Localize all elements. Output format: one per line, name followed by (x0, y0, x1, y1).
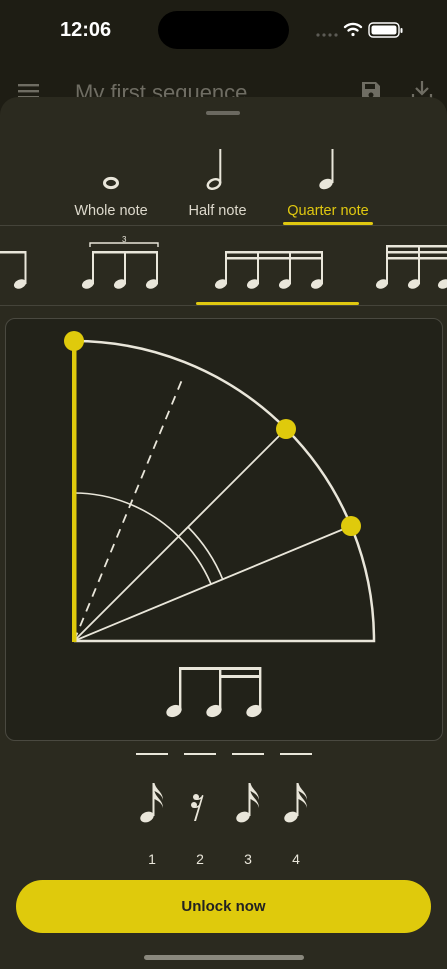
tab-quarter-note[interactable]: Quarter note (283, 141, 373, 225)
subdivision-item[interactable] (0, 227, 40, 305)
beat-sequence: 1 2 (0, 745, 447, 875)
status-bar: 12:06 (0, 0, 447, 60)
beat-slot[interactable]: 1 (132, 745, 172, 875)
beat-number: 3 (244, 851, 252, 867)
eighth-note-partial-icon (0, 251, 27, 289)
eighth-two-sixteenths-icon (166, 667, 262, 718)
cellular-signal-icon (316, 33, 338, 37)
angle-arcs (73, 492, 224, 585)
sixteenth-rest-icon (191, 794, 204, 821)
playhead-dashed-line (73, 374, 185, 642)
quarter-note-icon (319, 149, 334, 190)
beat-marker[interactable] (341, 516, 361, 536)
sixteenth-note-icon (236, 783, 259, 823)
beat-slot[interactable]: 3 (228, 745, 268, 875)
rhythm-visualizer (5, 318, 443, 741)
note-value-tabs: Whole note Half note Quarter note (0, 141, 447, 225)
wifi-icon (343, 22, 363, 37)
dynamic-island (158, 11, 289, 49)
beat-rays (73, 428, 352, 642)
subdivision-carousel[interactable]: 3 (0, 227, 447, 305)
beat-slot[interactable]: 4 (276, 745, 316, 875)
tuplet-number: 3 (122, 235, 127, 244)
four-sixteenth-notes-icon (214, 251, 324, 289)
battery-icon (368, 22, 403, 38)
tab-label: Half note (188, 203, 247, 219)
unlock-now-button[interactable]: Unlock now (16, 880, 431, 933)
home-indicator[interactable] (144, 955, 304, 960)
save-icon[interactable] (360, 80, 382, 102)
beat-marker[interactable] (64, 331, 84, 351)
status-time: 12:06 (60, 19, 112, 41)
divider (0, 305, 447, 306)
bottom-sheet: Whole note Half note Quarter note (0, 97, 447, 969)
beat-dash (232, 753, 264, 755)
tab-whole-note[interactable]: Whole note (66, 141, 156, 225)
whole-note-icon (103, 176, 119, 190)
tab-label: Whole note (74, 203, 148, 219)
subdivision-item-triplet[interactable]: 3 (80, 227, 160, 305)
beat-quadrant-diagram (64, 331, 376, 718)
sixteenth-note-icon (140, 783, 163, 823)
thirty-second-notes-partial-icon (375, 245, 447, 289)
triplet-eighth-notes-icon: 3 (81, 235, 159, 289)
divider (0, 225, 447, 226)
half-note-icon (206, 149, 222, 191)
subdivision-item-sixteenths[interactable] (196, 227, 359, 305)
sheet-drag-handle[interactable] (206, 111, 240, 115)
beat-number: 2 (196, 851, 204, 867)
beat-marker[interactable] (276, 419, 296, 439)
beat-number: 4 (292, 851, 300, 867)
selected-subdivision-underline (196, 302, 359, 305)
start-ray-highlight (72, 341, 77, 642)
beat-slot[interactable]: 2 (180, 745, 220, 875)
status-icons (316, 22, 403, 38)
subdivision-item[interactable] (372, 227, 447, 305)
sixteenth-note-icon (284, 783, 307, 823)
beat-dash (184, 753, 216, 755)
beat-dash (280, 753, 312, 755)
tab-half-note[interactable]: Half note (180, 141, 255, 225)
selected-tab-underline (283, 222, 373, 225)
beat-number: 1 (148, 851, 156, 867)
tab-label: Quarter note (287, 203, 369, 219)
beat-dash (136, 753, 168, 755)
